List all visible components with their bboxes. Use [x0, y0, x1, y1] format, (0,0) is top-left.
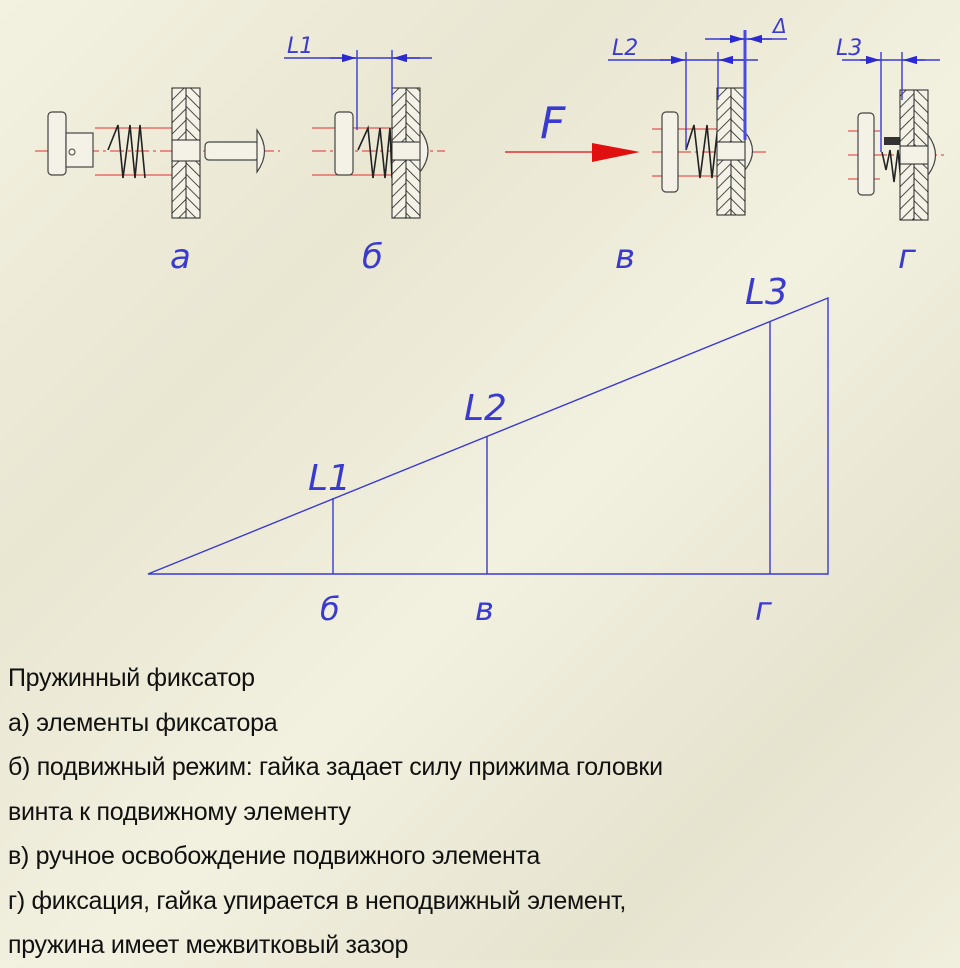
stage-label-v: в [615, 237, 635, 277]
stage-label-a: а [170, 237, 191, 277]
stage-label-g: г [898, 237, 917, 277]
caption: Пружинный фиксатор а) элементы фиксатора… [8, 656, 663, 968]
caption-title: Пружинный фиксатор [8, 664, 255, 692]
dimension-label-l3: L3 [836, 36, 862, 61]
dimension-label-l1: L1 [287, 34, 313, 59]
nut [65, 132, 94, 168]
graph-label-l2: L2 [464, 388, 507, 429]
stage-g-drawing: L3 г [836, 36, 948, 277]
gap-label-delta: Δ [771, 14, 787, 38]
force-label: F [540, 98, 566, 149]
dimension-label-l2: L2 [612, 36, 638, 61]
stage-v-drawing: F L2 Δ в [505, 14, 787, 277]
graph-label-l3: L3 [745, 272, 788, 313]
length-triangle-graph: L1 L2 L3 б в г [147, 272, 829, 628]
stage-b-drawing: L1 б [284, 34, 445, 277]
triangle [147, 296, 829, 575]
caption-line: в) ручное освобождение подвижного элемен… [8, 842, 540, 870]
caption-line: пружина имеет межвитковый зазор [8, 931, 409, 959]
stage-a-drawing: а [35, 87, 280, 277]
plate [171, 139, 201, 162]
graph-x-label-v: в [475, 590, 494, 628]
graph-x-label-g: г [755, 590, 772, 628]
force-arrow [592, 143, 640, 162]
knob [47, 111, 67, 176]
stage-label-b: б [362, 237, 383, 277]
caption-line: винта к подвижному элементу [8, 797, 351, 826]
caption-line: а) элементы фиксатора [8, 708, 278, 737]
graph-label-l1: L1 [308, 458, 351, 499]
caption-line: б) подвижный режим: гайка задает силу пр… [8, 753, 663, 781]
spring [107, 124, 146, 179]
caption-line: г) фиксация, гайка упирается в неподвижн… [8, 886, 627, 915]
screw [204, 141, 260, 161]
graph-x-label-b: б [320, 590, 340, 628]
